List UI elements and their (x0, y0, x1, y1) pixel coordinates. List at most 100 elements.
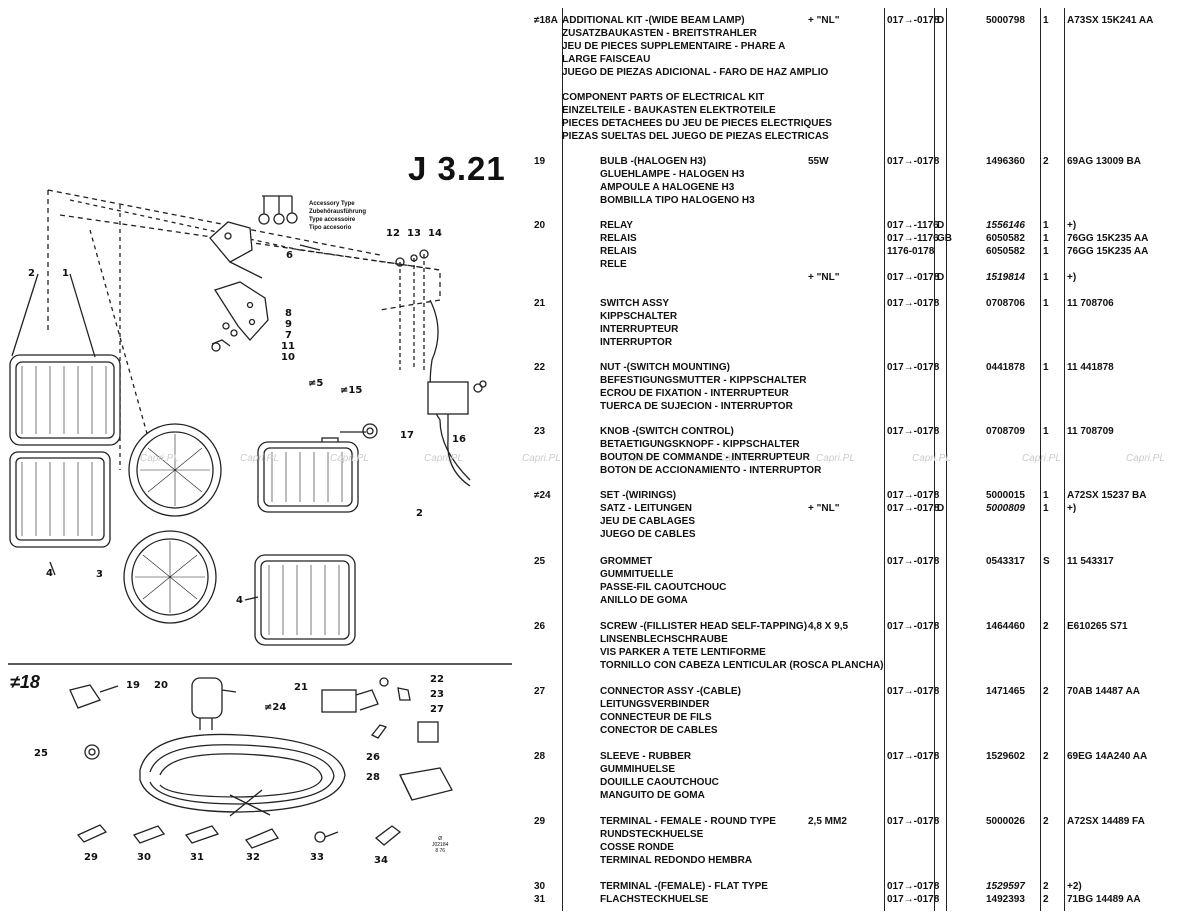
column-divider (884, 8, 885, 911)
model-year: 017→-0178 (887, 751, 940, 762)
description-line: TERMINAL -(FEMALE) - FLAT TYPE (600, 881, 768, 892)
quantity: 1 (1043, 233, 1049, 244)
quantity: 1 (1043, 490, 1049, 501)
part-number: 1529602 (986, 751, 1025, 762)
ref-number: 29 (534, 816, 546, 827)
part-number: 0543317 (986, 556, 1025, 567)
description-line: EINZELTEILE - BAUKASTEN ELEKTROTEILE (562, 105, 776, 116)
description-line: KNOB -(SWITCH CONTROL) (600, 426, 734, 437)
model-year: 017→-0178 (887, 816, 940, 827)
model-year: 017→-1176 (887, 220, 939, 231)
ref-number: 22 (534, 362, 546, 373)
part-number: 5000015 (986, 490, 1025, 501)
engineering-number: 69AG 13009 BA (1067, 156, 1141, 167)
part-number: 1529597 (986, 881, 1025, 892)
column-divider (946, 8, 947, 911)
stamp-line: Ø (438, 836, 443, 842)
watermark: Capri.PL (240, 453, 279, 464)
quantity: 2 (1043, 751, 1049, 762)
quantity: 2 (1043, 894, 1049, 905)
description-line: LEITUNGSVERBINDER (600, 699, 710, 710)
callout-24: ≠24 (264, 702, 287, 713)
quantity: 1 (1043, 426, 1049, 437)
callout-22: 22 (430, 674, 444, 685)
quantity: 1 (1043, 246, 1049, 257)
spec-value: 4,8 X 9,5 (808, 621, 849, 632)
ref-number: 20 (534, 220, 546, 231)
part-number: 1519814 (986, 272, 1025, 283)
ref-number: 30 (534, 881, 546, 892)
part-number: 6050582 (986, 246, 1025, 257)
ref-number: ≠18A (534, 15, 558, 26)
quantity: 2 (1043, 621, 1049, 632)
quantity: 1 (1043, 220, 1049, 231)
description-line: ADDITIONAL KIT -(WIDE BEAM LAMP) (562, 15, 745, 26)
callout-33: 33 (310, 852, 324, 863)
description-line: TORNILLO CON CABEZA LENTICULAR (ROSCA PL… (600, 660, 884, 671)
watermark: Capri.PL (424, 453, 463, 464)
parts-list-table: Capri.PL Capri.PL Capri.PL Capri.PL Capr… (520, 0, 1200, 911)
engineering-number: A72SX 15237 BA (1067, 490, 1147, 501)
callout-10: 10 (281, 352, 295, 363)
part-number: 1492393 (986, 894, 1025, 905)
quantity: 1 (1043, 362, 1049, 373)
description-line: FLACHSTECKHUELSE (600, 894, 709, 905)
ref-number: 23 (534, 426, 546, 437)
quantity: 2 (1043, 816, 1049, 827)
description-line: PIEZAS SUELTAS DEL JUEGO DE PIEZAS ELECT… (562, 131, 829, 142)
description-line: COSSE RONDE (600, 842, 674, 853)
description-line: BETAETIGUNGSKNOPF - KIPPSCHALTER (600, 439, 800, 450)
ref-number: 21 (534, 298, 546, 309)
callout-34: 34 (374, 855, 388, 866)
description-line: RELE (600, 259, 627, 270)
description-line: PASSE-FIL CAOUTCHOUC (600, 582, 727, 593)
engineering-number: +2) (1067, 881, 1082, 892)
description-line: SCREW -(FILLISTER HEAD SELF-TAPPING) (600, 621, 808, 632)
description-line: CONNECTEUR DE FILS (600, 712, 712, 723)
engineering-number: 11 708706 (1067, 298, 1114, 309)
column-divider (1064, 8, 1065, 911)
quantity: 2 (1043, 686, 1049, 697)
spec-value: + "NL" (808, 503, 840, 514)
description-line: LINSENBLECHSCHRAUBE (600, 634, 728, 645)
country-code: D (937, 503, 945, 514)
engineering-number: +) (1067, 272, 1077, 283)
part-number: 0708709 (986, 426, 1025, 437)
callout-5: ≠5 (308, 378, 324, 389)
country-code: D (937, 272, 945, 283)
quantity: 1 (1043, 272, 1049, 283)
engineering-number: A72SX 14489 FA (1067, 816, 1145, 827)
callout-2: 2 (28, 268, 35, 279)
description-line: BOMBILLA TIPO HALOGENO H3 (600, 195, 755, 206)
ref-number: 27 (534, 686, 546, 697)
quantity: 1 (1043, 15, 1049, 26)
country-code: D (937, 15, 945, 26)
callout-2: 2 (416, 508, 423, 519)
callout-29: 29 (84, 852, 98, 863)
quantity: 1 (1043, 503, 1049, 514)
quantity: S (1043, 556, 1050, 567)
description-line: ECROU DE FIXATION - INTERRUPTEUR (600, 388, 789, 399)
callout-19: 19 (126, 680, 140, 691)
watermark: Capri.PL (718, 453, 757, 464)
part-number: 1556146 (986, 220, 1025, 231)
description-line: BULB -(HALOGEN H3) (600, 156, 707, 167)
part-number: 5000809 (986, 503, 1025, 514)
description-line: BOTON DE ACCIONAMIENTO - INTERRUPTOR (600, 465, 822, 476)
part-number: 5000026 (986, 816, 1025, 827)
engineering-number: 70AB 14487 AA (1067, 686, 1141, 697)
description-line: NUT -(SWITCH MOUNTING) (600, 362, 730, 373)
part-number: 1464460 (986, 621, 1025, 632)
description-line: ZUSATZBAUKASTEN - BREITSTRAHLER (562, 28, 757, 39)
model-year: 017→-0178 (887, 556, 940, 567)
part-number: 6050582 (986, 233, 1025, 244)
callout-28: 28 (366, 772, 380, 783)
callout-31: 31 (190, 852, 204, 863)
description-line: CONNECTOR ASSY -(CABLE) (600, 686, 741, 697)
description-line: SATZ - LEITUNGEN (600, 503, 693, 514)
ref-number: ≠24 (534, 490, 551, 501)
description-line: DOUILLE CAOUTCHOUC (600, 777, 719, 788)
description-line: GLUEHLAMPE - HALOGEN H3 (600, 169, 745, 180)
callout-27: 27 (430, 704, 444, 715)
description-line: VIS PARKER A TETE LENTIFORME (600, 647, 766, 658)
